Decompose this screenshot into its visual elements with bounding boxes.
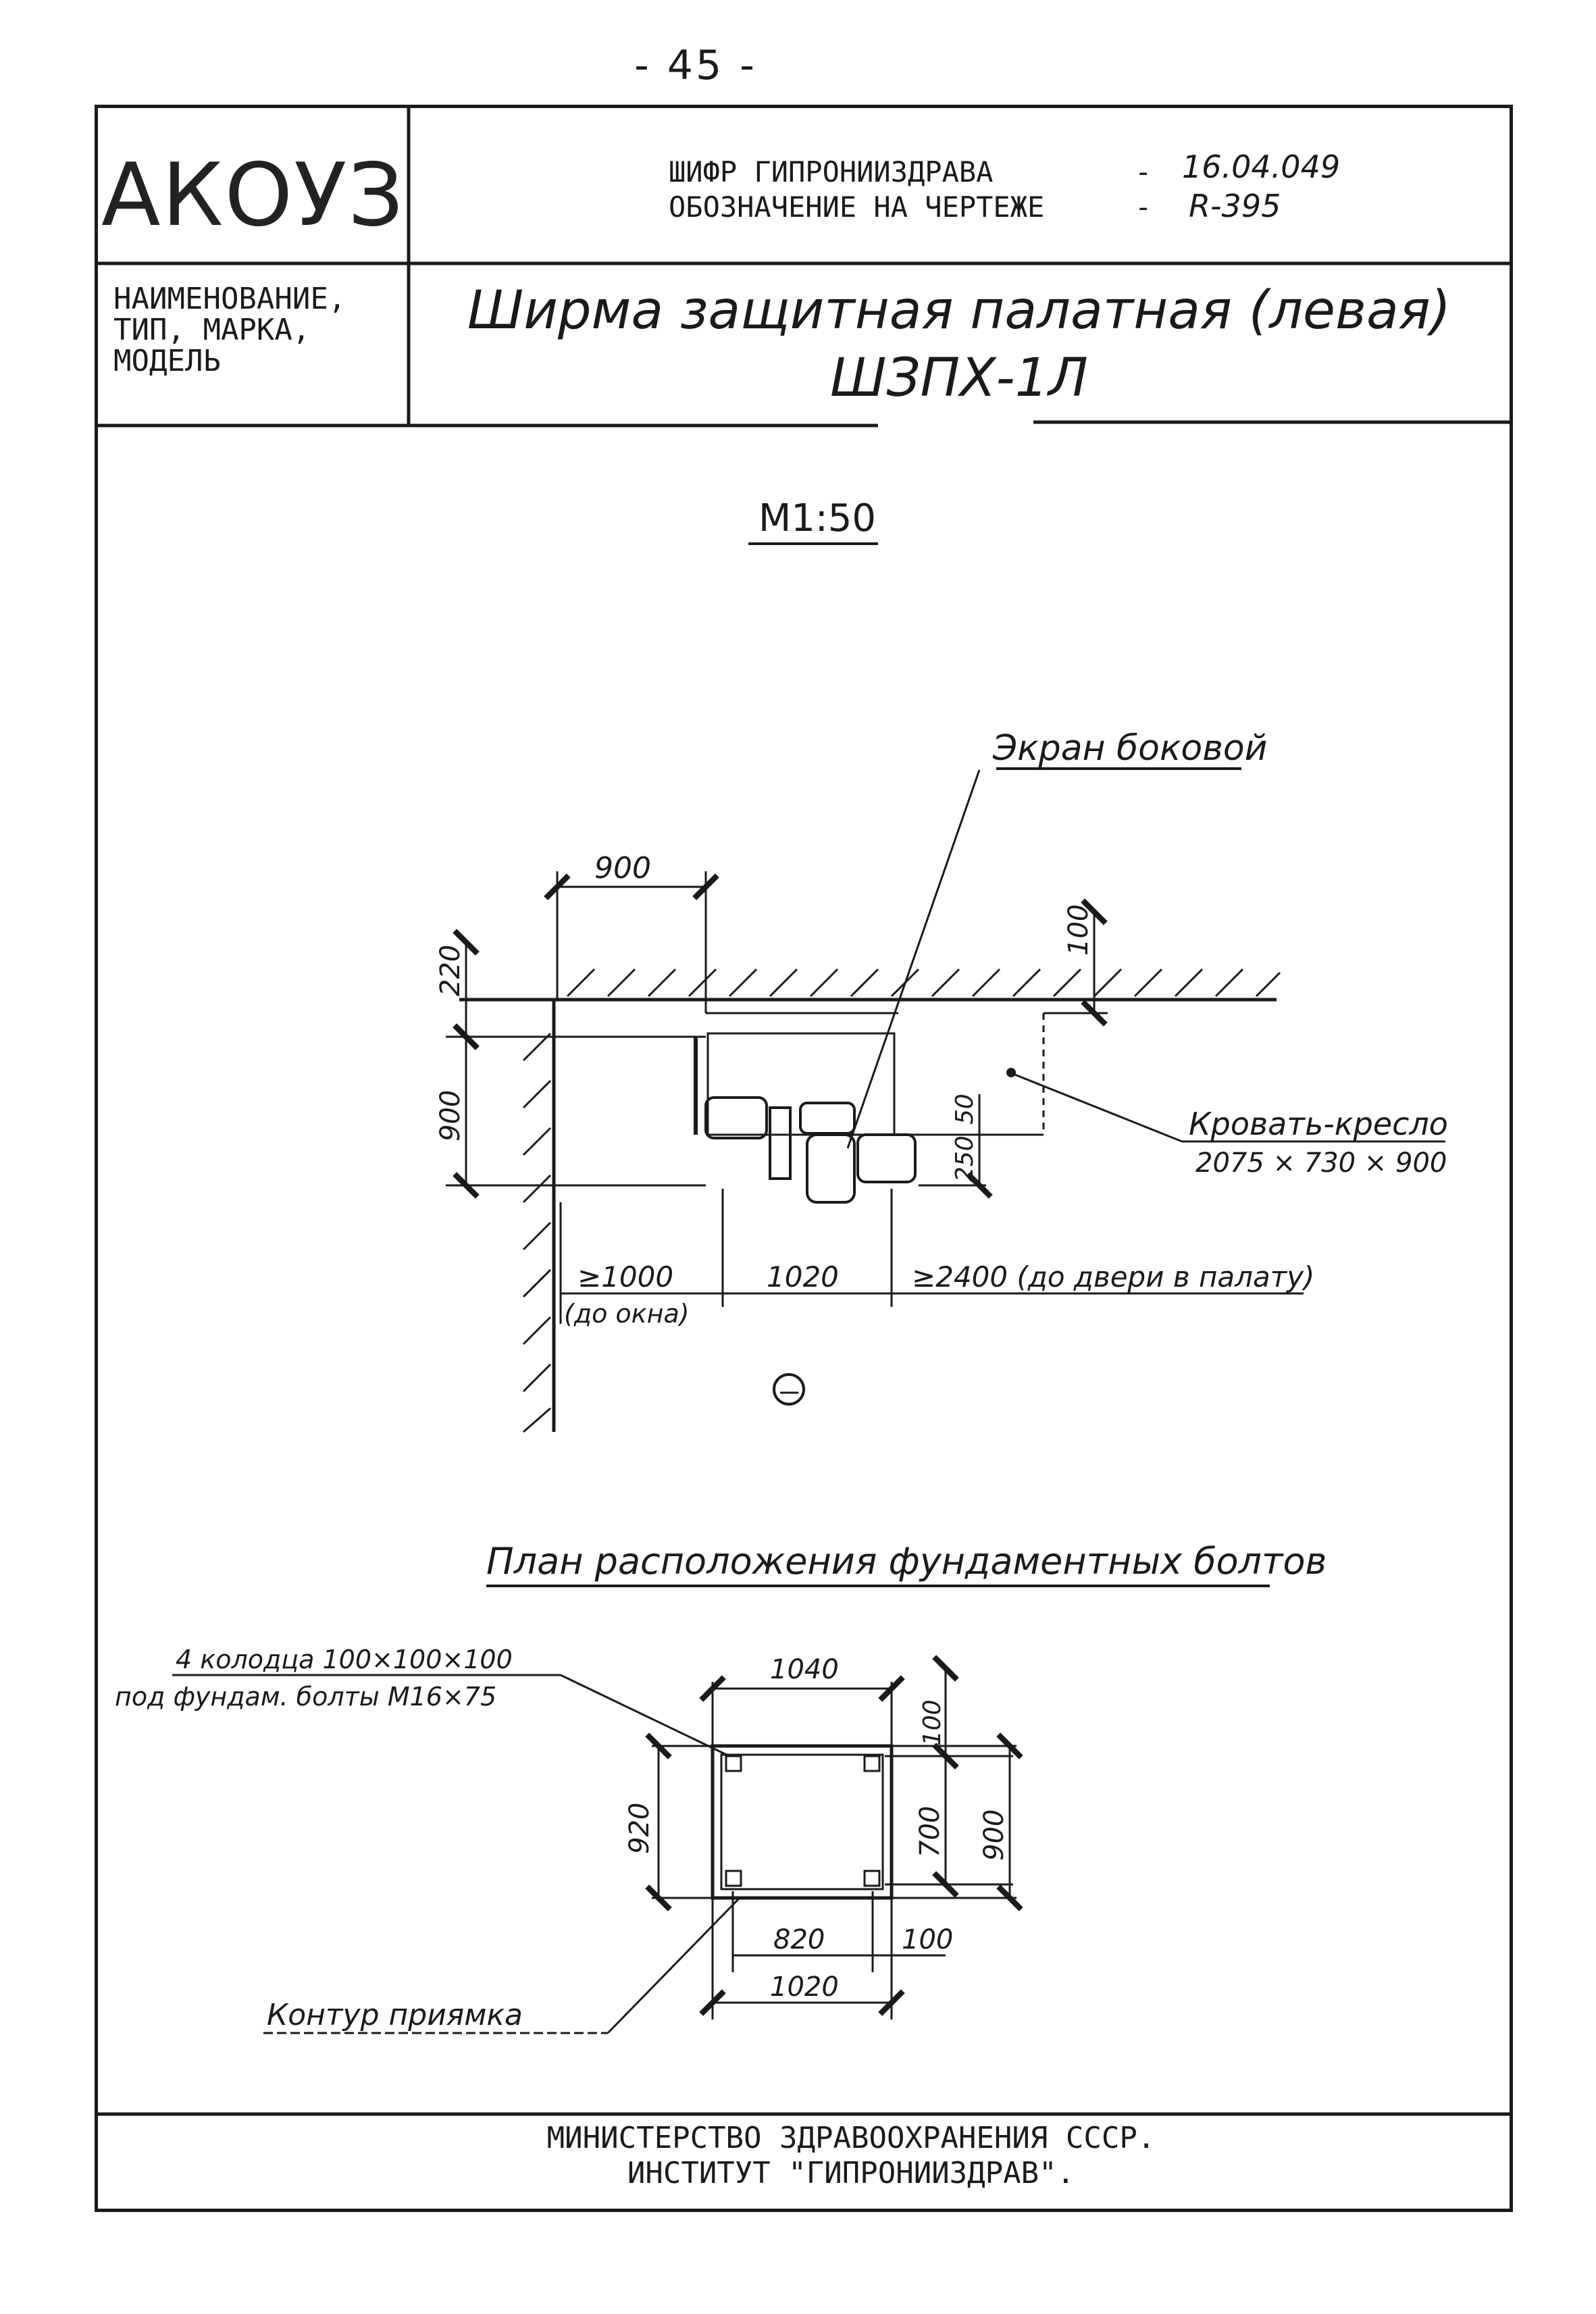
- name-label: НАИМЕНОВАНИЕ, ТИП, МАРКА, МОДЕЛЬ: [113, 284, 346, 377]
- designation-dash: -: [1135, 190, 1152, 224]
- page-number: - 45 -: [634, 42, 757, 89]
- bolt-note-line-1: 4 колодца 100×100×100: [176, 1645, 513, 1674]
- bed-label: Кровать-кресло: [1189, 1106, 1448, 1142]
- dim-1020-bolts: 1020: [770, 1972, 839, 2003]
- name-label-line-3: МОДЕЛЬ: [113, 344, 221, 378]
- footer-line-2: ИНСТИТУТ "ГИПРОНИИЗДРАВ".: [627, 2156, 1075, 2190]
- cipher-label: ШИФР ГИПРОНИИЗДРАВА: [669, 155, 994, 188]
- dim-820: 820: [773, 1924, 825, 1955]
- dim-220: 220: [435, 945, 466, 996]
- dim-900-left: 900: [435, 1090, 466, 1141]
- dim-1000-note: (до окна): [564, 1299, 690, 1329]
- dim-1000: ≥1000: [577, 1260, 673, 1293]
- dim-50: 50: [951, 1094, 979, 1125]
- sheet-frame: [95, 105, 1513, 2212]
- product-title: Ширма защитная палатная (левая) ШЗПХ-1Л: [419, 277, 1499, 412]
- dim-100-bottom: 100: [902, 1924, 953, 1955]
- dim-920: 920: [624, 1803, 655, 1854]
- dim-2400: ≥2400 (до двери в палату): [912, 1260, 1314, 1293]
- screen-label: Экран боковой: [992, 728, 1267, 769]
- product-title-line-1: Ширма защитная палатная (левая): [467, 280, 1451, 341]
- pit-contour-label: Контур приямка: [267, 1998, 523, 2032]
- name-label-line-1: НАИМЕНОВАНИЕ,: [113, 282, 346, 316]
- product-title-line-2: ШЗПХ-1Л: [830, 348, 1088, 409]
- dim-900-top: 900: [594, 851, 651, 885]
- dim-700: 700: [915, 1806, 946, 1857]
- dim-1040: 1040: [770, 1654, 839, 1685]
- logo: АКОУЗ: [101, 145, 405, 246]
- cipher-value: 16.04.049: [1182, 149, 1341, 185]
- dim-1020: 1020: [767, 1260, 839, 1293]
- bed-dimensions: 2075 × 730 × 900: [1195, 1148, 1447, 1179]
- designation-value: R-395: [1189, 188, 1281, 224]
- scale-label: М1:50: [758, 496, 877, 540]
- dim-100: 100: [1063, 904, 1094, 956]
- dim-250: 250: [951, 1135, 979, 1182]
- footer-line-1: МИНИСТЕРСТВО ЗДРАВООХРАНЕНИЯ СССР.: [546, 2121, 1156, 2155]
- designation-label: ОБОЗНАЧЕНИЕ НА ЧЕРТЕЖЕ: [669, 190, 1045, 224]
- cipher-dash: -: [1135, 155, 1152, 188]
- footer-organization: МИНИСТЕРСТВО ЗДРАВООХРАНЕНИЯ СССР. ИНСТИ…: [378, 2121, 1324, 2191]
- bolt-note-line-2: под фундам. болты М16×75: [115, 1682, 496, 1712]
- bolt-plan-title: План расположения фундаментных болтов: [486, 1540, 1327, 1583]
- name-label-line-2: ТИП, МАРКА,: [113, 313, 311, 347]
- dim-100-top: 100: [919, 1699, 946, 1746]
- dim-900: 900: [979, 1809, 1010, 1861]
